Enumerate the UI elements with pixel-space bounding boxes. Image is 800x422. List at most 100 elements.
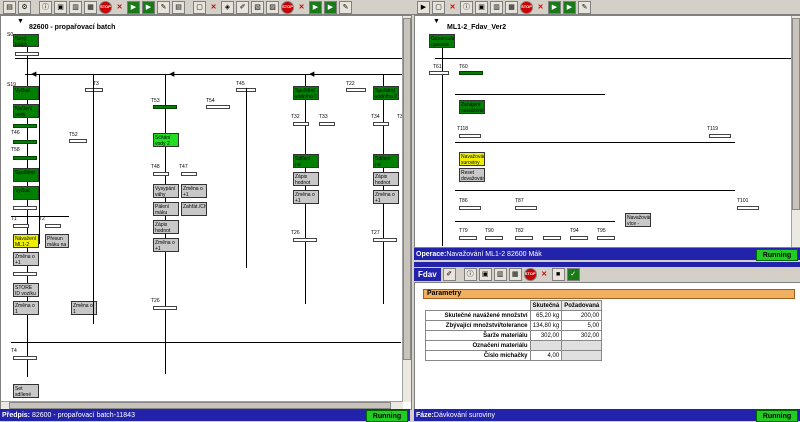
report-icon[interactable]: ▨ [266,0,279,14]
info-icon[interactable]: ⓘ [39,0,52,14]
step-s75[interactable]: Návažení ML1-2 [13,234,39,248]
left-horizontal-scrollbar[interactable] [1,401,403,409]
recipe-title: 82600 - propařovací batch [29,24,116,31]
doc-icon[interactable]: ▦ [84,0,97,14]
table-row: Číslo míchačky 4,00 [425,350,603,361]
table-row: Označení materiálu [425,340,603,351]
info-icon[interactable]: ⓘ [463,267,477,281]
step-s80[interactable]: Reset dovažování [459,168,485,182]
step-s61[interactable]: Sdílení na spuštění [293,154,319,168]
erase-icon[interactable]: ✎ [157,0,170,14]
start-arrow-icon: ▼ [433,18,440,25]
start-arrow-icon: ▼ [17,18,24,25]
abort-icon[interactable]: ✕ [116,3,123,11]
operation-title: ML1-2_Fdav_Ver2 [447,24,507,31]
edit-icon[interactable]: ✐ [236,0,249,14]
step-s47[interactable]: Změna o +1 [181,184,207,198]
step-s60[interactable]: Spuštění vodního 1 [293,86,319,100]
erase-icon[interactable]: ✎ [578,0,591,14]
step-s15[interactable]: Spuštění ... [13,168,39,182]
table-row: Zbývající množství/tolerance 134,80 kg 5… [425,320,603,331]
stop-icon[interactable]: STOP [99,0,112,14]
right-vertical-scrollbar[interactable] [791,16,800,247]
left-running-badge: Running [366,410,408,422]
step-s31[interactable]: Změna o +1 [13,252,39,266]
abort-icon[interactable]: ✕ [537,3,544,11]
step-s19[interactable]: Vyčkat [13,86,39,100]
recipe-status-text: 82600 - propařovací batch-11843 [31,411,135,419]
step-s95[interactable]: Změna o 1 [71,301,97,315]
green-c-icon[interactable]: ▶ [309,0,322,14]
step-s71[interactable]: Sdílení na spuštění [373,154,399,168]
abort2-icon[interactable]: ✕ [298,3,305,11]
step-s63[interactable]: Změna o +1 [293,190,319,204]
edit-icon[interactable]: ✐ [442,267,456,281]
step-new-batch[interactable]: Nový batch [13,34,39,47]
left-vertical-scrollbar[interactable] [402,16,411,402]
stop2-icon[interactable]: STOP [281,0,294,14]
step-s46[interactable]: Změna o +1 [153,238,179,252]
folder-icon[interactable]: ▤ [3,0,16,14]
left-status-bar: Předpis: 82600 - propařovací batch-11843… [0,409,410,422]
table-row: Šarže materiálu 302,00 302,00 [425,330,603,341]
phase-status-text: Dávkování suroviny [433,411,495,419]
pause-icon[interactable]: ■ [551,267,565,281]
book-icon[interactable]: ▥ [493,267,507,281]
step-icon[interactable]: ▶ [417,0,430,14]
book-icon[interactable]: ▥ [69,0,82,14]
green-b-icon[interactable]: ▶ [142,0,155,14]
step-s51[interactable]: Zápis hodnot do [153,220,179,234]
step-s62[interactable]: Zápis hodnot do [293,172,319,186]
parameters-table: Skutečná Požadovaná Skutečné navážené mn… [425,300,603,361]
doc-icon[interactable]: ▦ [508,267,522,281]
green-b-icon[interactable]: ▶ [563,0,576,14]
green-a-icon[interactable]: ▶ [127,0,140,14]
green-d-icon[interactable]: ▶ [324,0,337,14]
doc-icon[interactable]: ▦ [505,0,518,14]
lock-icon[interactable]: ▣ [54,0,67,14]
step-s70[interactable]: Spuštění vodního 2 [373,86,399,100]
abort-icon[interactable]: ✕ [541,270,548,278]
step-s10[interactable]: Načtení vody [13,104,39,118]
confirm-icon[interactable]: ✓ [566,267,580,281]
settings-icon[interactable]: ⚙ [18,0,31,14]
close-icon[interactable]: ✕ [210,3,217,11]
lock-icon[interactable]: ▣ [475,0,488,14]
chart-icon[interactable]: ▧ [251,0,264,14]
erase2-icon[interactable]: ✎ [339,0,352,14]
step-s76[interactable]: Přesun máku na [45,234,69,248]
step-s5[interactable]: Set sdílené [13,384,39,398]
step-s70[interactable]: Navažování suroviny [459,152,485,166]
step-s30[interactable]: Změna o 1 [13,301,39,315]
print-icon[interactable]: ▤ [172,0,185,14]
close-icon[interactable]: ✕ [449,3,456,11]
green-a-icon[interactable]: ▶ [548,0,561,14]
step-s20[interactable]: STORE ID vozíku [13,283,39,297]
phase-status-bar: Fáze:Dávkování suroviny Running [414,409,800,422]
stop-icon[interactable]: STOP [520,0,533,14]
step-generate-operation[interactable]: Generování operace [429,34,455,48]
step-s56[interactable]: Vyčkat [13,186,39,200]
phase-toolbar: Fdav ✐ ⓘ ▣ ▥ ▦ STOP ✕ ■ ✓ [414,267,800,281]
step-s72[interactable]: Zápis hodnot do [373,172,399,186]
step-s25[interactable]: Zahájení navažování [459,100,485,114]
step-s55[interactable]: Sčítání vody 2 [153,133,179,147]
info-icon[interactable]: ⓘ [460,0,473,14]
step-s100[interactable]: Navažování více - [625,213,651,227]
step-s49[interactable]: Pálení máku [153,202,179,216]
step-s50[interactable]: Zahřát./Chlazení [181,202,207,216]
window-icon[interactable]: ▢ [193,0,206,14]
step-s73[interactable]: Změna o +1 [373,190,399,204]
operation-status-text: Navažování ML1-2 82600 Mák [446,250,542,258]
stop-icon[interactable]: STOP [523,267,537,281]
table-row: Skutečné navážené množství 65,20 kg 200,… [425,310,603,321]
tab-fdav[interactable]: Fdav [414,267,441,281]
right-sfc-pane: ▼ ML1-2_Fdav_Ver2 Generování operace T61… [414,15,800,248]
left-toolbar: ▤ ⚙ ⓘ ▣ ▥ ▦ STOP ✕ ▶ ▶ ✎ ▤ ▢ ✕ ◈ ✐ ▧ ▨ S… [0,0,415,15]
right-toolbar: ▶ ▢ ✕ ⓘ ▣ ▥ ▦ STOP ✕ ▶ ▶ ✎ [414,0,800,15]
step-s48[interactable]: Vysypání váhy [153,184,179,198]
window-icon[interactable]: ▢ [432,0,445,14]
book-icon[interactable]: ▥ [490,0,503,14]
tag-icon[interactable]: ◈ [221,0,234,14]
lock-icon[interactable]: ▣ [478,267,492,281]
